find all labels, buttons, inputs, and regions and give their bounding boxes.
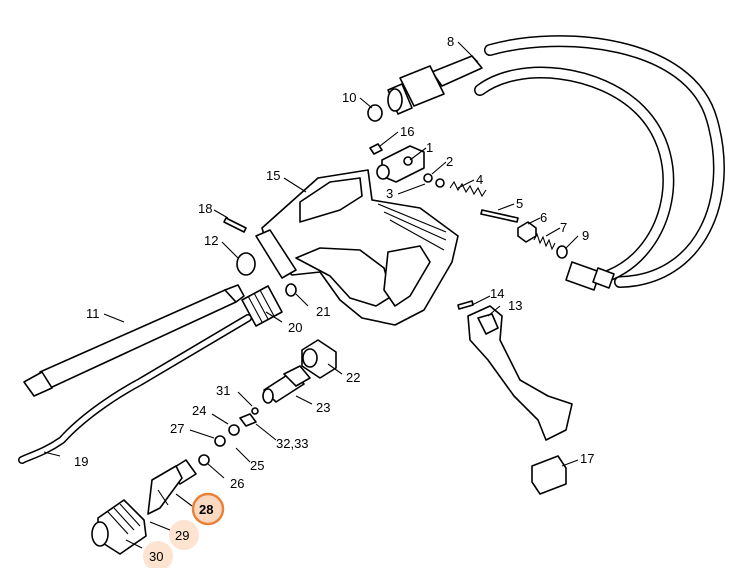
callout-7[interactable]: 7	[560, 220, 567, 235]
callout-26[interactable]: 26	[230, 476, 244, 491]
callout-23[interactable]: 23	[316, 400, 330, 415]
leader-lines	[43, 41, 579, 549]
valve-body	[376, 145, 425, 183]
nozzle-23	[262, 365, 311, 404]
nozzle-insert-3233	[239, 413, 257, 427]
gun-housing	[255, 169, 459, 326]
callout-19[interactable]: 19	[74, 454, 88, 469]
callout-4[interactable]: 4	[476, 172, 483, 187]
high-pressure-hose	[474, 35, 725, 291]
pin-5	[480, 209, 519, 223]
callout-5[interactable]: 5	[516, 196, 523, 211]
callout-30[interactable]: 30	[149, 549, 163, 564]
trigger-lever	[467, 305, 573, 441]
selected-callout-ring	[191, 492, 225, 526]
callout-24[interactable]: 24	[192, 403, 206, 418]
o-ring-26	[198, 454, 210, 466]
spring-4	[449, 180, 487, 198]
callout-17[interactable]: 17	[580, 451, 594, 466]
ball-2	[423, 173, 433, 183]
callout-12[interactable]: 12	[204, 233, 218, 248]
callout-31[interactable]: 31	[216, 383, 230, 398]
callout-1[interactable]: 1	[426, 140, 433, 155]
callout-3[interactable]: 3	[386, 186, 393, 201]
bushing-12	[236, 252, 256, 276]
cap-29	[91, 499, 147, 555]
callout-28[interactable]: 28	[199, 502, 213, 517]
callout-22[interactable]: 22	[346, 370, 360, 385]
screw-18	[223, 217, 247, 233]
callout-32-33[interactable]: 32,33	[276, 436, 309, 451]
pin-16	[369, 143, 383, 155]
callout-6[interactable]: 6	[540, 210, 547, 225]
lance-tube	[23, 284, 245, 397]
o-ring-24	[228, 424, 240, 436]
nut-22	[301, 339, 337, 379]
callout-21[interactable]: 21	[316, 304, 330, 319]
o-ring-9	[556, 245, 568, 259]
clip-17	[531, 455, 567, 495]
callout-10[interactable]: 10	[342, 90, 356, 105]
callout-15[interactable]: 15	[266, 168, 280, 183]
ring-3	[435, 178, 445, 188]
faded-callout-29	[169, 520, 199, 550]
spring-7	[533, 232, 556, 251]
seat-6	[517, 221, 537, 243]
o-ring-21	[285, 283, 297, 297]
callout-labels[interactable]: 8 10 16 1 2 3 4 5 6 7 9 15 18 12 11 14 1…	[74, 34, 594, 564]
washer-31	[251, 407, 259, 415]
o-ring-10	[367, 104, 383, 122]
callout-8[interactable]: 8	[447, 34, 454, 49]
callout-18[interactable]: 18	[198, 201, 212, 216]
callout-2[interactable]: 2	[446, 154, 453, 169]
faded-callout-30	[143, 541, 173, 571]
callout-25[interactable]: 25	[250, 458, 264, 473]
callout-13[interactable]: 13	[508, 298, 522, 313]
pin-14	[457, 300, 474, 310]
callout-14[interactable]: 14	[490, 286, 504, 301]
callout-9[interactable]: 9	[582, 228, 589, 243]
callout-27[interactable]: 27	[170, 421, 184, 436]
hose-fitting	[387, 55, 483, 115]
o-ring-27	[214, 435, 226, 447]
callout-20[interactable]: 20	[288, 320, 302, 335]
callout-16[interactable]: 16	[400, 124, 414, 139]
nozzle-body-28	[147, 459, 197, 515]
callout-29[interactable]: 29	[175, 528, 189, 543]
callout-11[interactable]: 11	[86, 306, 100, 321]
